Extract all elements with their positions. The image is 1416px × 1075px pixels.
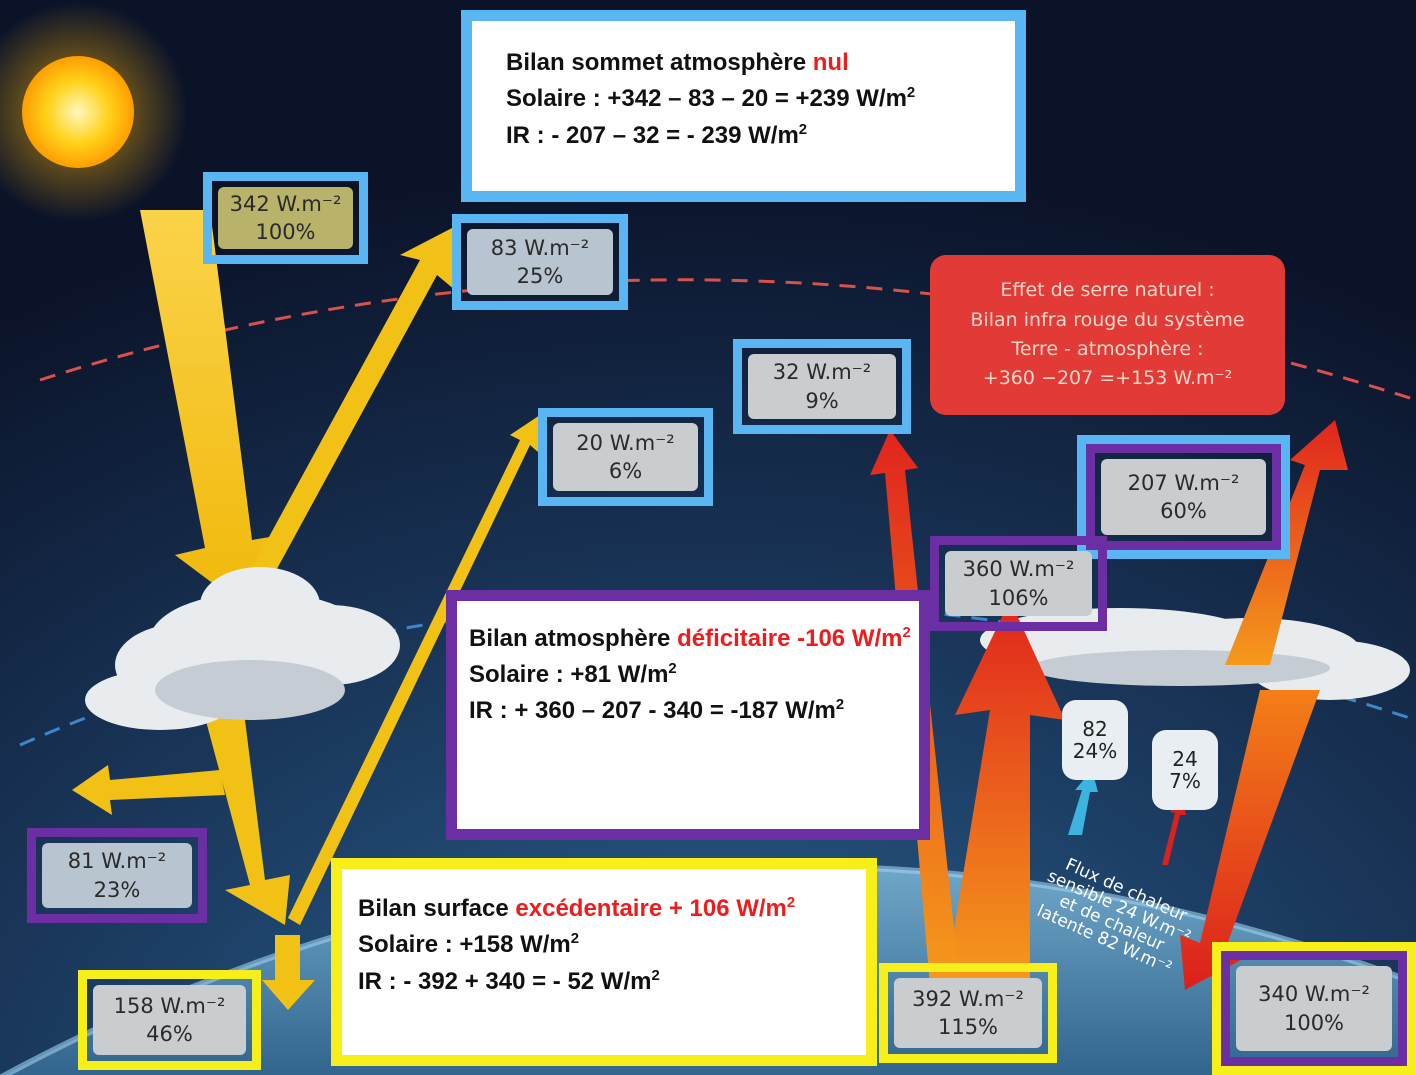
reflected-surface-value: 20 W.m⁻²: [576, 430, 675, 455]
latent-heat-pct: 24%: [1072, 739, 1118, 763]
latent-heat-value: 82: [1082, 717, 1108, 741]
bilan-top-ir: IR : - 207 – 32 = - 239 W/m2: [506, 121, 808, 149]
incoming-solar-label: 342 W.m⁻² 100%: [203, 172, 368, 264]
greenhouse-line-4: +360 −207 =+153 W.m⁻²: [982, 367, 1233, 390]
bilan-top-solar: Solaire : +342 – 83 – 20 = +239 W/m2: [506, 85, 916, 113]
reflected-surface-arrow: [288, 415, 540, 925]
absorbed-surface-value: 158 W.m⁻²: [113, 993, 226, 1018]
bilan-top-atmosphere-box: Bilan sommet atmosphère nul Solaire : +3…: [461, 10, 1026, 202]
absorbed-atmos-pct: 23%: [93, 877, 141, 902]
bilan-surface-title: Bilan surface excédentaire + 106 W/m2: [358, 895, 796, 922]
solar-through-arrow: [195, 680, 290, 925]
ir-atmos-space-value: 207 W.m⁻²: [1127, 470, 1240, 495]
surface-emission-label: 392 W.m⁻² 115%: [879, 963, 1057, 1063]
atmosphere-top-boundary: [39, 278, 1416, 402]
back-radiation-pct: 100%: [1283, 1010, 1345, 1035]
bilan-surface-box: Bilan surface excédentaire + 106 W/m2 So…: [331, 858, 877, 1066]
greenhouse-line-1: Effet de serre naturel :: [1000, 279, 1215, 302]
sensible-heat-value: 24: [1172, 747, 1198, 771]
absorbed-surface-pct: 46%: [146, 1022, 193, 1046]
sensible-heat-arrow: [1162, 795, 1186, 865]
greenhouse-line-2: Bilan infra rouge du système: [970, 308, 1245, 331]
absorbed-surface-arrow: [262, 935, 315, 1010]
bilan-atmos-solar: Solaire : +81 W/m2: [469, 661, 677, 688]
incoming-solar-value: 342 W.m⁻²: [229, 191, 342, 216]
latent-heat-arrow: [1068, 770, 1098, 835]
sensible-heat-pct: 7%: [1169, 769, 1201, 793]
bilan-surface-ir: IR : - 392 + 340 = - 52 W/m2: [358, 967, 660, 995]
reflected-clouds-value: 83 W.m⁻²: [490, 235, 590, 260]
surface-emission-pct: 115%: [937, 1015, 999, 1039]
surface-emission-arrow: [945, 600, 1065, 985]
ir-window-pct: 9%: [805, 388, 839, 413]
bilan-top-title: Bilan sommet atmosphère nul: [506, 49, 849, 76]
absorbed-atmos-label: 81 W.m⁻² 23%: [27, 828, 207, 923]
ir-surface-atmos-pct: 106%: [988, 585, 1049, 610]
incoming-solar-arrow: [140, 210, 282, 600]
sun-icon: [22, 56, 134, 168]
left-cloud: [85, 567, 400, 730]
bilan-surface-solar: Solaire : +158 W/m2: [358, 931, 580, 959]
back-radiation-value: 340 W.m⁻²: [1258, 982, 1370, 1007]
greenhouse-line-3: Terre - atmosphère :: [1011, 338, 1204, 360]
ir-window-label: 32 W.m⁻² 9%: [733, 339, 911, 434]
surface-emission-value: 392 W.m⁻²: [912, 986, 1024, 1011]
back-radiation-arrow: [1180, 690, 1320, 990]
reflected-clouds-pct: 25%: [516, 264, 564, 288]
ir-atmos-space-pct: 60%: [1160, 499, 1207, 523]
bilan-atmos-ir: IR : + 360 – 207 - 340 = -187 W/m2: [469, 697, 845, 724]
absorbed-atmos-value: 81 W.m⁻²: [67, 849, 167, 874]
back-radiation-label: 340 W.m⁻² 100%: [1212, 942, 1416, 1075]
greenhouse-effect-box: Effet de serre naturel : Bilan infra rou…: [930, 255, 1285, 415]
absorbed-surface-label: 158 W.m⁻² 46%: [78, 970, 261, 1070]
bilan-atmos-title: Bilan atmosphère déficitaire -106 W/m2: [469, 625, 911, 652]
ir-atmos-space-label: 207 W.m⁻² 60%: [1077, 435, 1290, 559]
reflected-surface-label: 20 W.m⁻² 6%: [538, 408, 713, 506]
sensible-heat-bubble: 24 7%: [1152, 730, 1218, 810]
latent-heat-bubble: 82 24%: [1062, 700, 1128, 780]
reflected-clouds-label: 83 W.m⁻² 25%: [452, 214, 628, 310]
incoming-solar-pct: 100%: [255, 220, 316, 244]
bilan-atmosphere-box: Bilan atmosphère déficitaire -106 W/m2 S…: [446, 590, 930, 840]
ir-surface-atmos-value: 360 W.m⁻²: [962, 557, 1075, 582]
ir-window-value: 32 W.m⁻²: [772, 360, 872, 385]
reflected-clouds-arrow: [240, 228, 455, 600]
reflected-surface-pct: 6%: [608, 459, 643, 483]
ir-surface-atmos-label: 360 W.m⁻² 106%: [930, 536, 1107, 631]
absorbed-atmos-arrow: [72, 765, 225, 815]
